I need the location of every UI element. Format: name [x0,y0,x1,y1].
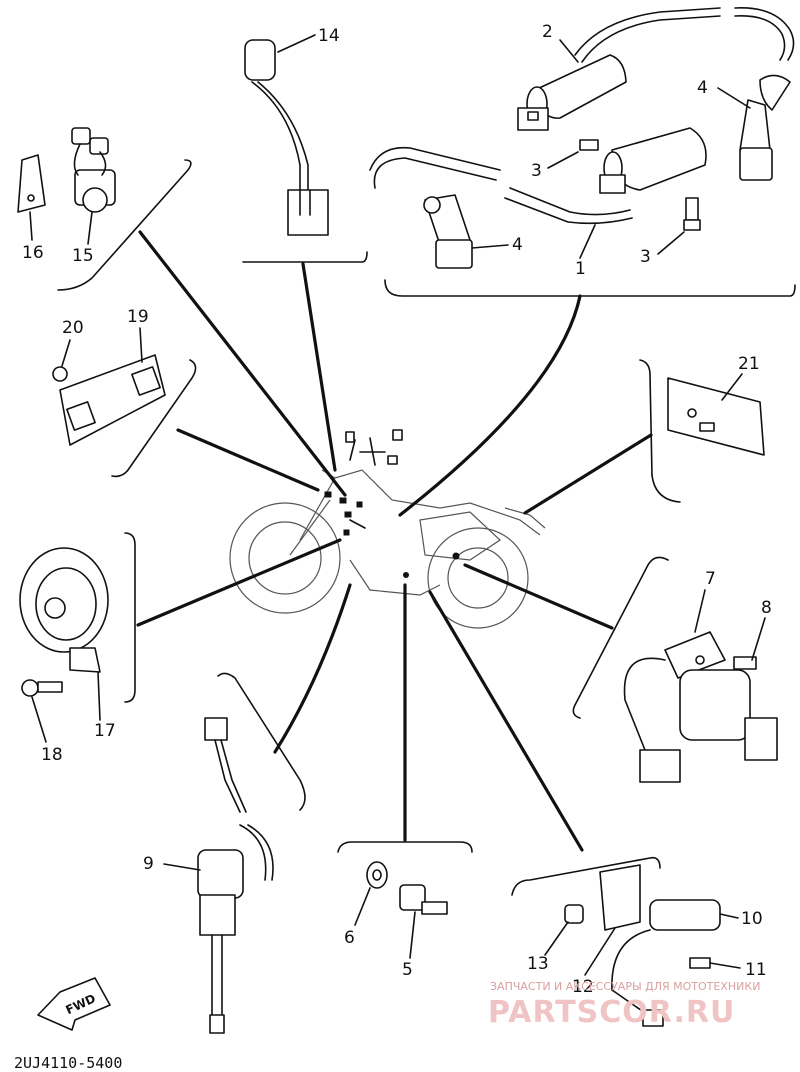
callout-12: 12 [572,977,594,997]
main-switch-7-8 [623,631,778,783]
sensor-9 [197,717,274,1034]
reflector-21 [667,377,765,456]
callout-5: 5 [402,960,413,980]
brake-switch-10-13 [564,864,721,1027]
callout-14: 14 [318,26,340,46]
callout-8: 8 [761,598,772,618]
callout-20: 20 [62,318,84,338]
reflector-19-20 [52,354,166,446]
callout-numbers: 1 2 3 3 4 4 5 6 7 8 9 10 11 12 13 14 15 … [22,22,772,997]
sensor-14 [244,39,329,236]
callout-19: 19 [127,307,149,327]
callout-9: 9 [143,854,154,874]
callout-7: 7 [705,569,716,589]
callout-11: 11 [745,960,767,980]
callout-3b: 3 [640,247,651,267]
callout-6: 6 [344,928,355,948]
ignition-coil-assembly [369,7,795,269]
callout-10: 10 [741,909,763,929]
callout-2: 2 [542,22,553,42]
motorcycle-outline [229,429,546,629]
fwd-arrow-icon: FWD [37,977,111,1031]
callout-13: 13 [527,954,549,974]
horn-17-18 [19,547,109,697]
callout-15: 15 [72,246,94,266]
callout-3a: 3 [531,161,542,181]
watermark-brand: PARTSCOR.RU [488,995,735,1030]
switch-15-bracket-16 [17,127,116,213]
callout-4b: 4 [512,235,523,255]
watermark: ЗАПЧАСТИ И АКСЕССУАРЫ ДЛЯ МОТОТЕХНИКИ PA… [488,980,760,1030]
callout-17: 17 [94,721,116,741]
switch-5-washer-6 [366,861,448,915]
watermark-tagline: ЗАПЧАСТИ И АКСЕССУАРЫ ДЛЯ МОТОТЕХНИКИ [490,980,760,993]
callout-pointers [29,34,766,976]
callout-1: 1 [575,259,586,279]
callout-16: 16 [22,243,44,263]
leader-lines [136,230,653,852]
callout-4a: 4 [697,78,708,98]
callout-21: 21 [738,354,760,374]
callout-18: 18 [41,745,63,765]
group-brackets [57,159,796,896]
drawing-code: 2UJ4110-5400 [14,1054,122,1072]
